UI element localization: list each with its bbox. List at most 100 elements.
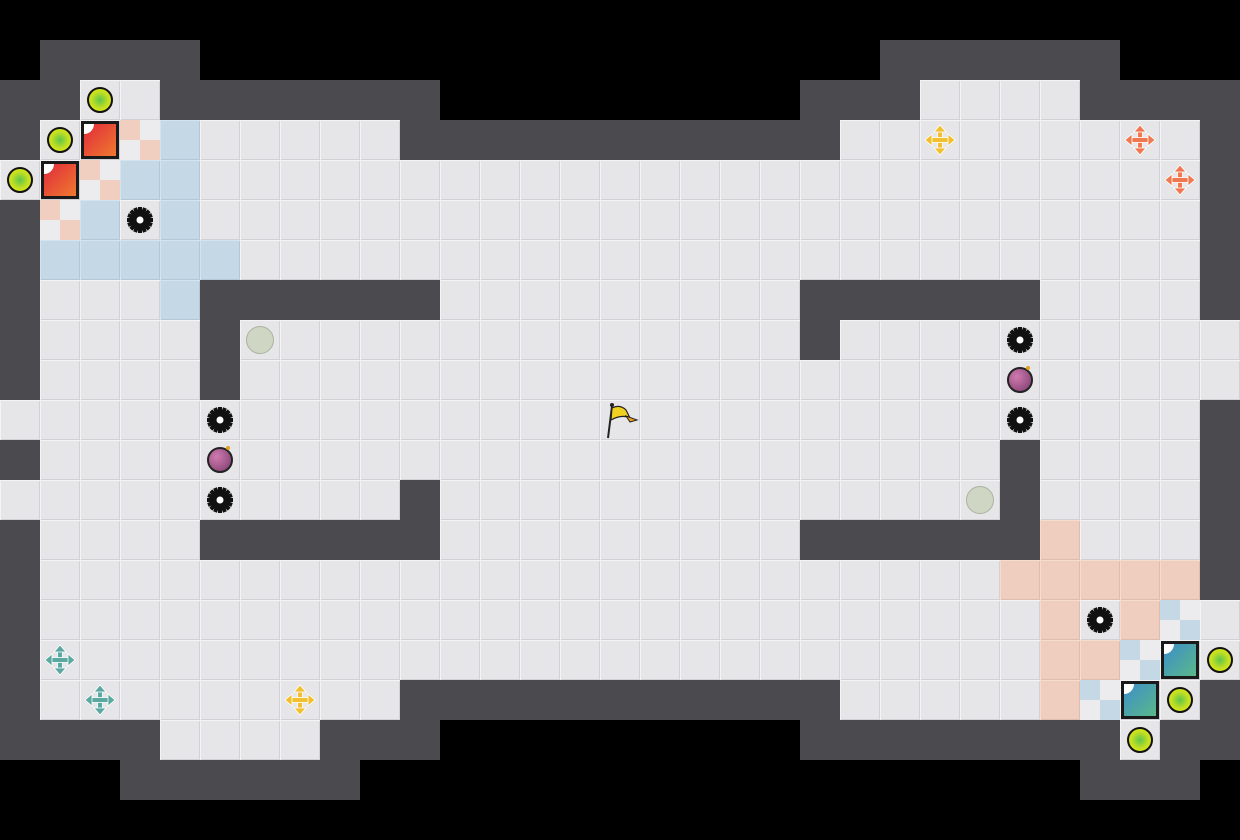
floor-tile (520, 280, 560, 320)
move-arrows[interactable] (1120, 120, 1160, 160)
move-arrows-icon (284, 684, 316, 716)
wall-tile (760, 680, 800, 720)
ghost-orb[interactable] (240, 320, 280, 360)
spike-gear[interactable] (1000, 400, 1040, 440)
checker-tile (80, 160, 120, 200)
move-arrows[interactable] (80, 680, 120, 720)
wall-tile (680, 680, 720, 720)
floor-tile (560, 560, 600, 600)
wall-tile (640, 120, 680, 160)
orb[interactable] (1160, 680, 1200, 720)
wall-tile (560, 680, 600, 720)
floor-tile (760, 600, 800, 640)
wall-tile (1000, 440, 1040, 480)
move-arrows[interactable] (1160, 160, 1200, 200)
spike-gear[interactable] (200, 480, 240, 520)
floor-tile (120, 680, 160, 720)
spike-gear[interactable] (1000, 320, 1040, 360)
floor-tile (80, 400, 120, 440)
wall-tile (1000, 40, 1040, 80)
floor-tile (80, 600, 120, 640)
floor-tile (1200, 320, 1240, 360)
floor-tile (560, 320, 600, 360)
red-block[interactable] (40, 160, 80, 200)
goal-flag[interactable] (600, 400, 640, 440)
wall-tile (720, 120, 760, 160)
red-block[interactable] (80, 120, 120, 160)
floor-tile (200, 680, 240, 720)
wall-tile (280, 80, 320, 120)
floor-tile (880, 120, 920, 160)
floor-tile (80, 440, 120, 480)
spike-gear[interactable] (1080, 600, 1120, 640)
floor-tile (1160, 400, 1200, 440)
floor-tile (760, 520, 800, 560)
floor-tile (960, 560, 1000, 600)
spike-gear[interactable] (200, 400, 240, 440)
floor-tile (680, 560, 720, 600)
move-arrows[interactable] (40, 640, 80, 680)
move-arrows-icon (924, 124, 956, 156)
gear-icon (127, 207, 153, 233)
bomb[interactable] (200, 440, 240, 480)
orb[interactable] (0, 160, 40, 200)
wall-tile (320, 280, 360, 320)
floor-tile (400, 320, 440, 360)
floor-tile (1160, 240, 1200, 280)
wall-tile (880, 520, 920, 560)
blue-zone-tile (80, 240, 120, 280)
floor-tile (440, 240, 480, 280)
floor-tile (960, 200, 1000, 240)
gear-icon (207, 487, 233, 513)
floor-tile (1160, 440, 1200, 480)
floor-tile (1080, 200, 1120, 240)
floor-tile (480, 520, 520, 560)
move-arrows[interactable] (280, 680, 320, 720)
wall-tile (800, 80, 840, 120)
floor-tile (480, 600, 520, 640)
floor-tile (40, 560, 80, 600)
spike-gear[interactable] (120, 200, 160, 240)
floor-tile (440, 160, 480, 200)
orb[interactable] (1120, 720, 1160, 760)
floor-tile (160, 400, 200, 440)
teal-block[interactable] (1120, 680, 1160, 720)
wall-tile (1200, 160, 1240, 200)
teal-block[interactable] (1160, 640, 1200, 680)
floor-tile (760, 640, 800, 680)
orb[interactable] (80, 80, 120, 120)
checker-tile (120, 120, 160, 160)
floor-tile (640, 480, 680, 520)
floor-tile (1040, 440, 1080, 480)
gear-icon (1007, 327, 1033, 353)
floor-tile (960, 440, 1000, 480)
floor-tile (440, 320, 480, 360)
ghost-orb-icon (966, 486, 994, 514)
ghost-orb[interactable] (960, 480, 1000, 520)
floor-tile (680, 600, 720, 640)
floor-tile (920, 480, 960, 520)
floor-tile (120, 520, 160, 560)
gear-icon (207, 407, 233, 433)
orb[interactable] (40, 120, 80, 160)
move-arrows-icon (1124, 124, 1156, 156)
floor-tile (1200, 600, 1240, 640)
floor-tile (1000, 160, 1040, 200)
bomb[interactable] (1000, 360, 1040, 400)
wall-tile (1080, 720, 1120, 760)
orb[interactable] (1200, 640, 1240, 680)
floor-tile (240, 160, 280, 200)
move-arrows[interactable] (920, 120, 960, 160)
floor-tile (520, 320, 560, 360)
floor-tile (520, 200, 560, 240)
floor-tile (560, 520, 600, 560)
wall-tile (1120, 80, 1160, 120)
floor-tile (880, 440, 920, 480)
wall-tile (280, 280, 320, 320)
floor-tile (1000, 200, 1040, 240)
floor-tile (480, 320, 520, 360)
floor-tile (1120, 160, 1160, 200)
wall-tile (120, 40, 160, 80)
floor-tile (680, 480, 720, 520)
